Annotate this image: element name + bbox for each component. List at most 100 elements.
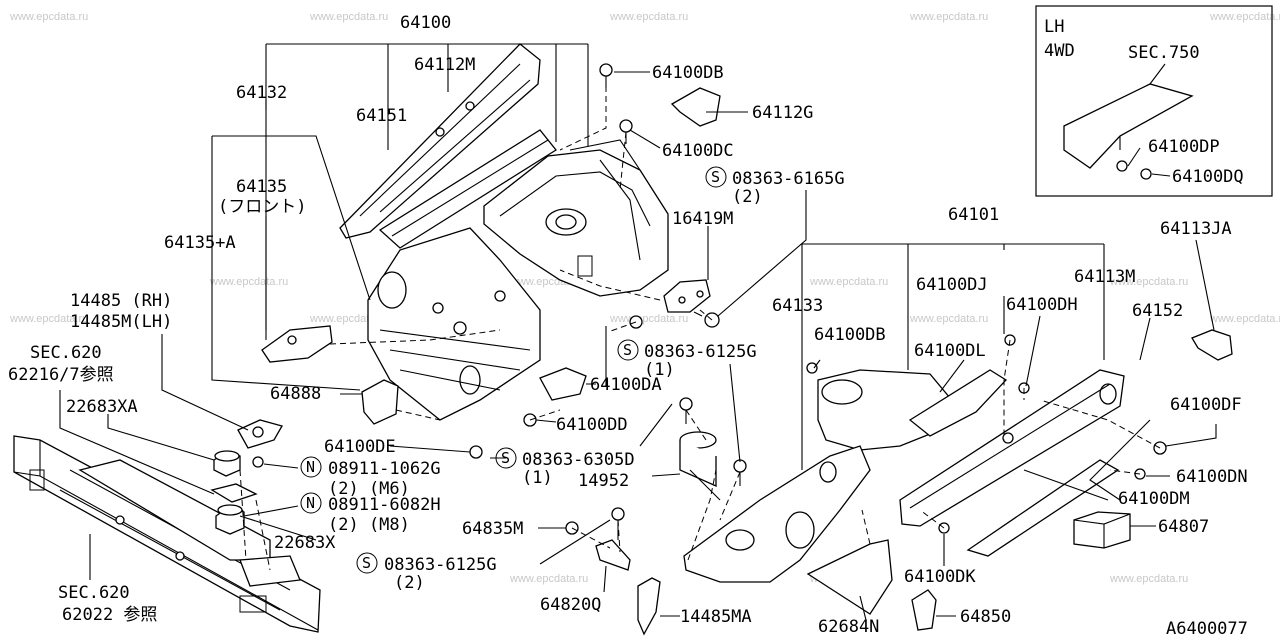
bracket-64112g xyxy=(670,87,721,127)
label-08363-6165g-qty: (2) xyxy=(732,187,763,207)
svg-text:www.epcdata.ru: www.epcdata.ru xyxy=(809,276,888,288)
label-08363-6125g-mid: 08363-6125G xyxy=(644,342,757,362)
label-64100: 64100 xyxy=(400,13,451,33)
svg-text:S: S xyxy=(623,341,632,359)
label-08911-1062g: 08911-1062G xyxy=(328,459,441,479)
svg-text:64100DP: 64100DP xyxy=(1148,137,1220,157)
label-08363-6305d: 08363-6305D xyxy=(522,450,635,470)
apron-64152 xyxy=(966,459,1120,557)
label-22683x: 22683X xyxy=(274,533,336,553)
label-22683xa: 22683XA xyxy=(66,397,138,417)
label-16419m: 16419M xyxy=(672,209,733,229)
svg-text:www.epcdata.ru: www.epcdata.ru xyxy=(1209,313,1280,325)
sensor-bracket-14485 xyxy=(237,419,283,449)
label-64835m: 64835M xyxy=(462,519,523,539)
label-64100dh: 64100DH xyxy=(1006,295,1078,315)
svg-text:www.epcdata.ru: www.epcdata.ru xyxy=(309,11,388,23)
side-member-64133 xyxy=(683,445,871,583)
label-64888: 64888 xyxy=(270,384,321,404)
label-08911-6082h: 08911-6082H xyxy=(328,495,441,515)
assembly-dash-lines xyxy=(329,76,1161,561)
nut-small xyxy=(252,456,264,468)
svg-text:N: N xyxy=(306,494,315,512)
label-64100dj: 64100DJ xyxy=(916,275,988,295)
label-14485-rh: 14485 (RH) xyxy=(70,291,172,311)
bolts-left xyxy=(469,63,747,540)
svg-text:S: S xyxy=(362,554,371,572)
svg-text:S: S xyxy=(711,168,720,186)
svg-text:64100DQ: 64100DQ xyxy=(1172,167,1244,187)
label-08363-6125g-lower-qty: (2) xyxy=(394,573,425,593)
svg-text:www.epcdata.ru: www.epcdata.ru xyxy=(1109,276,1188,288)
svg-text:www.epcdata.ru: www.epcdata.ru xyxy=(609,11,688,23)
label-64100dl: 64100DL xyxy=(914,341,986,361)
label-64112g: 64112G xyxy=(752,103,813,123)
svg-text:SEC.750: SEC.750 xyxy=(1128,43,1200,63)
svg-text:www.epcdata.ru: www.epcdata.ru xyxy=(1209,11,1280,23)
label-14485-lh: 14485M(LH) xyxy=(70,312,172,332)
hose-clip-14952 xyxy=(679,431,721,501)
label-sec620-a: SEC.620 xyxy=(30,343,102,363)
svg-text:www.epcdata.ru: www.epcdata.ru xyxy=(9,11,88,23)
label-64100dc: 64100DC xyxy=(662,141,734,161)
label-64100df: 64100DF xyxy=(1170,395,1242,415)
label-64100db-mid: 64100DB xyxy=(814,325,886,345)
label-64100dd: 64100DD xyxy=(556,415,628,435)
bracket-62684n xyxy=(806,539,893,615)
svg-text:S: S xyxy=(501,449,510,467)
label-64112m: 64112M xyxy=(414,55,475,75)
bracket-64135 xyxy=(261,325,333,363)
svg-text:LH: LH xyxy=(1044,17,1064,37)
label-64101: 64101 xyxy=(948,205,999,225)
label-64100dk: 64100DK xyxy=(904,567,976,587)
bumper-stay-22683xa xyxy=(213,450,241,477)
label-sec620-b: SEC.620 xyxy=(58,583,130,603)
label-64100de: 64100DE xyxy=(324,437,396,457)
svg-text:www.epcdata.ru: www.epcdata.ru xyxy=(209,276,288,288)
label-64152: 64152 xyxy=(1132,301,1183,321)
svg-text:www.epcdata.ru: www.epcdata.ru xyxy=(609,313,688,325)
apron-64151 xyxy=(378,129,557,249)
bumper-stay-22683x xyxy=(215,504,245,535)
label-64100da: 64100DA xyxy=(590,375,662,395)
inset-lh-4wd: LH 4WD SEC.750 64100DP 64100DQ xyxy=(1035,5,1273,197)
label-08363-6165g: 08363-6165G xyxy=(732,169,845,189)
label-14485ma: 14485MA xyxy=(680,607,752,627)
label-64135-sub: (フロント) xyxy=(218,197,306,217)
label-62684n: 62684N xyxy=(818,617,879,637)
svg-text:www.epcdata.ru: www.epcdata.ru xyxy=(909,11,988,23)
svg-text:4WD: 4WD xyxy=(1044,41,1075,61)
label-64100dn: 64100DN xyxy=(1176,467,1248,487)
label-64100dm: 64100DM xyxy=(1118,489,1190,509)
label-sec620-a-ref: 62216/7参照 xyxy=(8,365,114,385)
bracket-64850 xyxy=(911,589,937,631)
svg-text:www.epcdata.ru: www.epcdata.ru xyxy=(909,313,988,325)
upper-rail-64113m xyxy=(899,369,1125,527)
side-member-64132 xyxy=(367,227,541,421)
svg-text:www.epcdata.ru: www.epcdata.ru xyxy=(1109,573,1188,585)
label-08911-1062g-qty: (2) (M6) xyxy=(328,479,410,499)
bracket-64113ja xyxy=(1191,329,1233,361)
label-64132: 64132 xyxy=(236,83,287,103)
label-08363-6125g-mid-qty: (1) xyxy=(644,360,675,380)
upper-rail-64112m xyxy=(339,43,541,239)
diagram-code: A6400077 xyxy=(1166,619,1248,639)
svg-text:www.epcdata.ru: www.epcdata.ru xyxy=(9,313,88,325)
bumper-bracket-part xyxy=(78,459,301,587)
label-64100db-top: 64100DB xyxy=(652,63,724,83)
sensor-bracket-14485ma xyxy=(637,577,661,636)
label-64113ja: 64113JA xyxy=(1160,219,1232,239)
bolts-right xyxy=(806,334,1167,534)
label-64850: 64850 xyxy=(960,607,1011,627)
label-14952: 14952 xyxy=(578,471,629,491)
label-64113m: 64113M xyxy=(1074,267,1135,287)
svg-text:N: N xyxy=(306,458,315,476)
label-08363-6125g-lower: 08363-6125G xyxy=(384,555,497,575)
leader-lines xyxy=(59,43,1217,621)
label-64135a: 64135+A xyxy=(164,233,236,253)
label-64133: 64133 xyxy=(772,296,823,316)
plate-part xyxy=(210,483,258,503)
label-08363-6305d-qty: (1) xyxy=(522,468,553,488)
